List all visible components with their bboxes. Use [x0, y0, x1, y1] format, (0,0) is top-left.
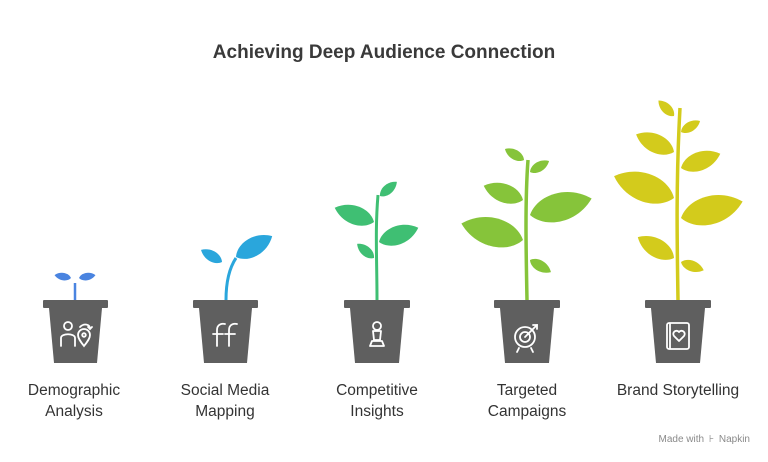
pot-3	[344, 300, 410, 363]
plant-5	[609, 96, 747, 301]
pot-5	[645, 300, 711, 363]
heart-book-icon	[666, 322, 690, 350]
plant-1	[53, 271, 97, 300]
leaf	[376, 178, 400, 200]
stem	[224, 257, 238, 301]
chess-pawn-icon	[369, 321, 385, 347]
stem	[524, 159, 530, 301]
leaf	[677, 187, 747, 232]
leaf	[677, 144, 724, 177]
leaf	[527, 156, 552, 177]
leaf	[231, 228, 277, 266]
leaf	[633, 229, 679, 267]
people-location-icon	[60, 321, 93, 348]
plant-3	[331, 178, 422, 301]
leaf	[526, 184, 596, 229]
facebook-icon	[212, 322, 238, 347]
leaf	[375, 218, 422, 251]
page-title: Achieving Deep Audience Connection	[212, 42, 556, 63]
leaf	[53, 271, 72, 282]
leaf	[354, 240, 378, 262]
leaf	[632, 125, 678, 161]
target-icon	[514, 324, 538, 353]
leaf	[78, 271, 97, 282]
napkin-text: Napkin	[718, 434, 750, 445]
pot-2	[193, 300, 258, 363]
leaf	[331, 198, 378, 231]
leaf	[678, 116, 703, 137]
stem	[374, 194, 380, 301]
pot-1	[43, 300, 108, 363]
made-with-napkin-credit[interactable]: Made with ⊦ Napkin	[659, 434, 751, 445]
made-with-text: Made with	[658, 434, 705, 445]
plant-4	[457, 144, 596, 301]
napkin-logo-icon: ⊦	[708, 434, 715, 445]
leaf	[654, 96, 678, 120]
stem	[675, 107, 682, 301]
leaf	[198, 245, 225, 267]
leaf	[480, 176, 527, 209]
leaf	[679, 256, 706, 276]
leaf	[527, 255, 554, 277]
leaf	[609, 162, 679, 212]
leaf	[502, 144, 527, 165]
plant-2	[198, 228, 277, 301]
leaf	[457, 209, 527, 254]
stage-label-brand-storytelling: Brand Storytelling	[616, 382, 740, 399]
